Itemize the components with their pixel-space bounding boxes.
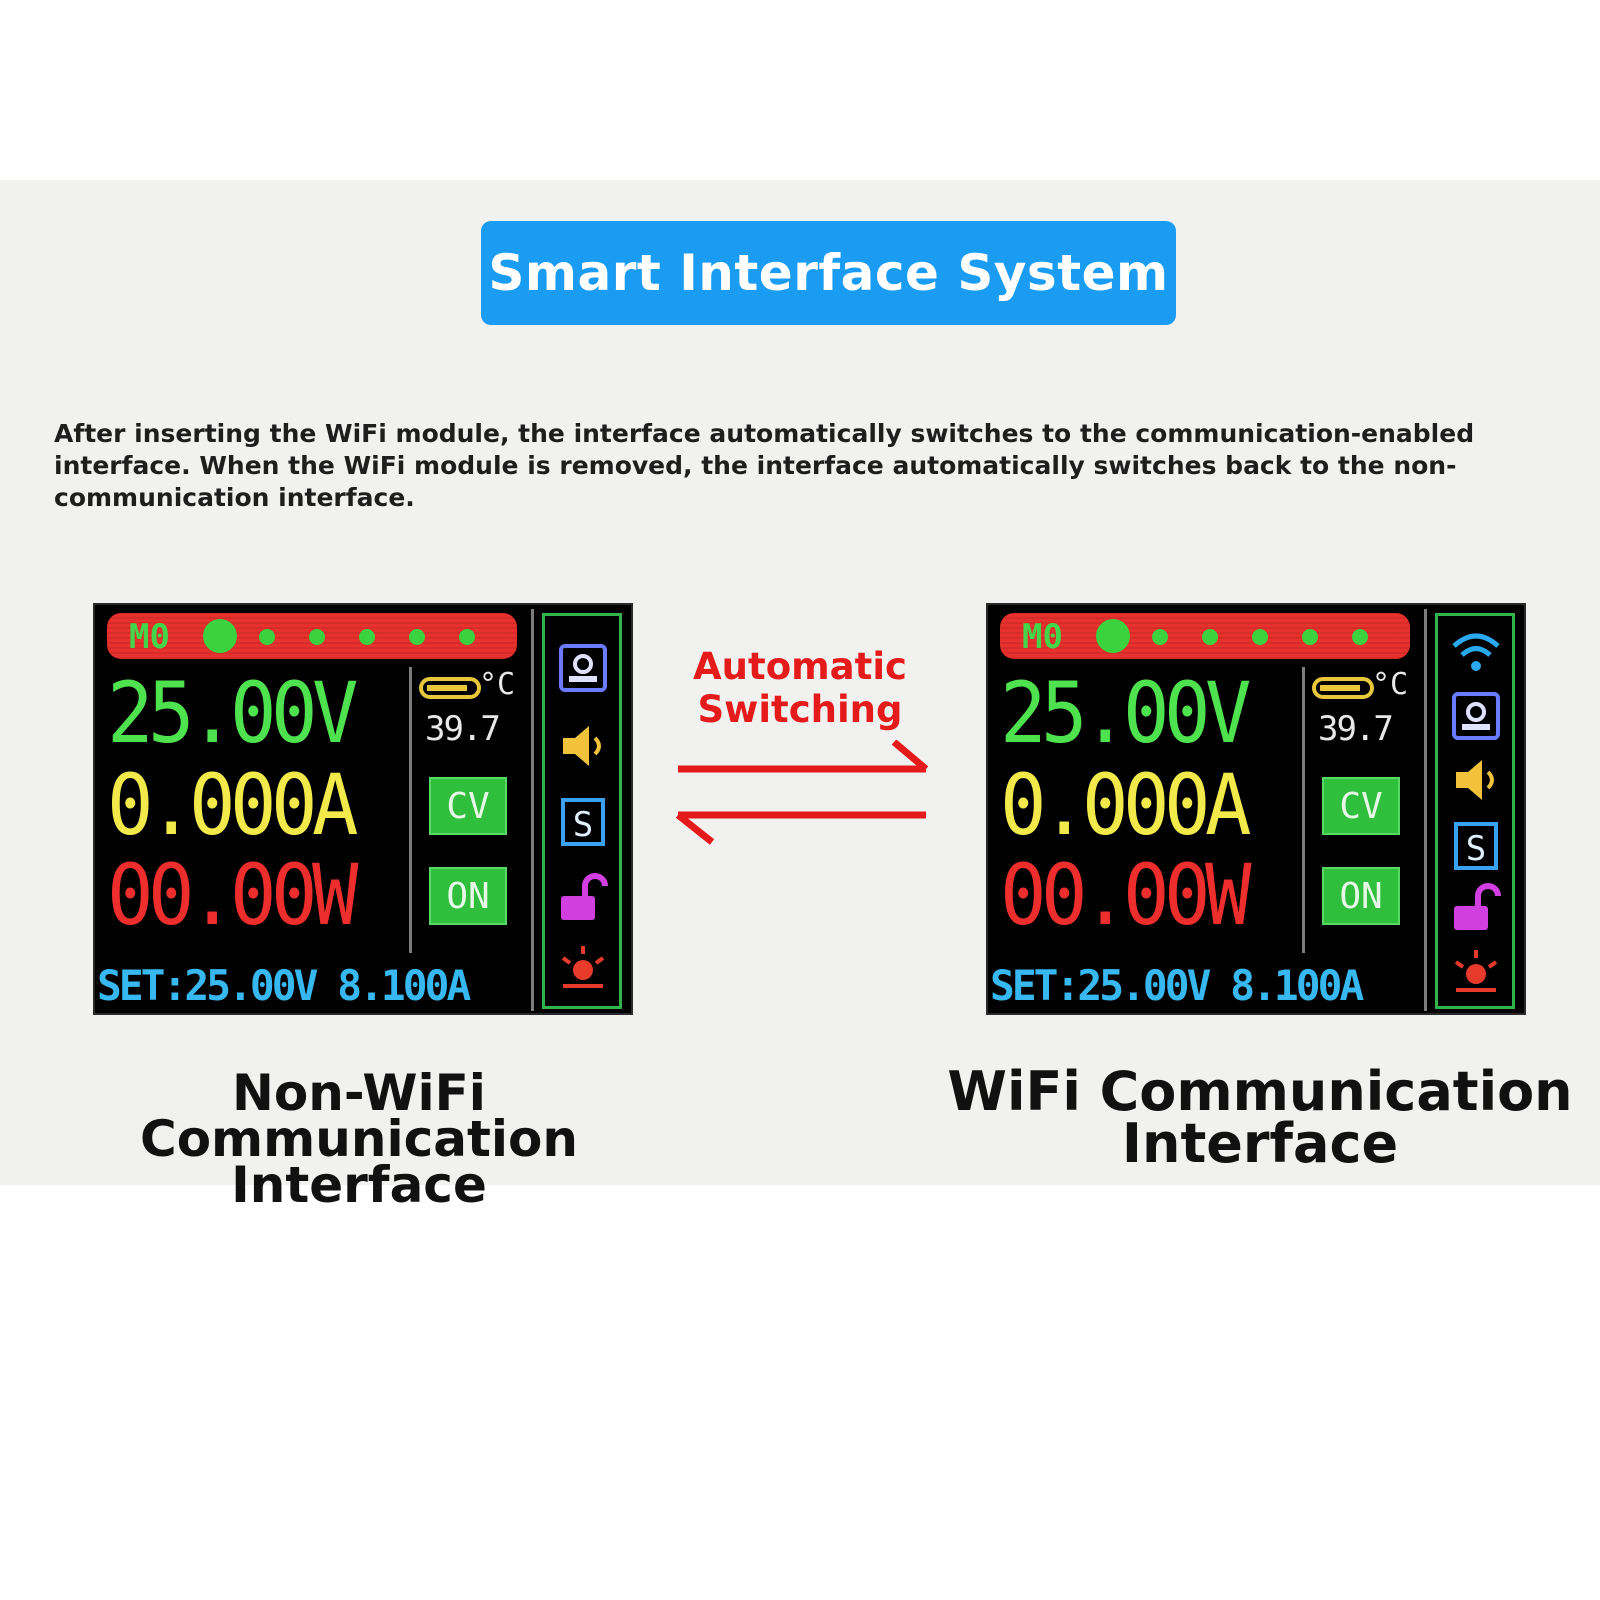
temperature-value: 39.7 [425, 709, 501, 749]
status-dot [459, 629, 475, 645]
icon-sidebar: S [542, 613, 622, 1009]
switching-label-line1: Automatic [693, 645, 907, 688]
switching-label-line2: Switching [697, 688, 903, 731]
mode-label: M0 [1022, 617, 1063, 657]
status-bar: M0 [1000, 613, 1410, 659]
power-readout: 00.00W [1000, 846, 1252, 944]
non-wifi-caption-line2: Interface [231, 1156, 487, 1214]
unlock-icon [561, 873, 608, 920]
wifi-caption: WiFi Communication Interface [940, 1060, 1580, 1175]
current-readout: 0.000A [1000, 756, 1252, 854]
power-readout: 00.00W [107, 846, 359, 944]
switching-label: Automatic Switching [660, 645, 940, 731]
cv-badge: CV [1322, 777, 1400, 835]
status-dot [259, 629, 275, 645]
alarm-icon [561, 946, 605, 988]
thermometer-icon [1312, 677, 1374, 699]
status-dot [1252, 629, 1268, 645]
svg-text:S: S [573, 805, 593, 845]
set-readout: SET:25.00V 8.100A [97, 961, 471, 1010]
set-readout: SET:25.00V 8.100A [990, 961, 1364, 1010]
on-badge: ON [1322, 867, 1400, 925]
current-readout: 0.000A [107, 756, 359, 854]
voltage-readout: 25.00V [107, 664, 359, 762]
status-dot [1152, 629, 1168, 645]
thermometer-icon [419, 677, 481, 699]
wifi-icon [1452, 633, 1500, 671]
wifi-caption-line1: WiFi Communication [947, 1060, 1573, 1123]
page-title: Smart Interface System [488, 244, 1169, 302]
status-dot [1302, 629, 1318, 645]
status-bar: M0 [107, 613, 517, 659]
speaker-icon [1456, 760, 1494, 800]
status-dot-large [1096, 619, 1130, 653]
divider [1424, 609, 1427, 1011]
mode-label: M0 [129, 617, 170, 657]
unlock-icon [1454, 883, 1501, 930]
temperature-value: 39.7 [1318, 709, 1394, 749]
non-wifi-caption: Non-WiFi Communication Interface [14, 1064, 704, 1214]
title-banner: Smart Interface System [481, 221, 1176, 325]
status-dot [309, 629, 325, 645]
status-dot [409, 629, 425, 645]
wifi-caption-line2: Interface [1121, 1112, 1399, 1175]
memory-icon [559, 644, 607, 692]
status-dot [1202, 629, 1218, 645]
divider [409, 667, 412, 953]
temperature-unit: °C [479, 667, 516, 702]
status-dot [359, 629, 375, 645]
memory-icon [1452, 692, 1500, 740]
on-badge: ON [429, 867, 507, 925]
s-key-icon: S [1454, 822, 1498, 870]
description-text: After inserting the WiFi module, the int… [54, 419, 1475, 512]
wifi-screen: M0 25.00V 0.000A 00.00W °C 39.7 CV ON SE… [986, 603, 1526, 1015]
non-wifi-screen: M0 25.00V 0.000A 00.00W °C 39.7 CV ON SE… [93, 603, 633, 1015]
speaker-icon [563, 726, 601, 766]
status-dot-large [203, 619, 237, 653]
switch-arrows-icon [675, 740, 929, 845]
s-key-icon: S [561, 798, 605, 846]
cv-badge: CV [429, 777, 507, 835]
temperature-unit: °C [1372, 667, 1409, 702]
status-dot [1352, 629, 1368, 645]
divider [531, 609, 534, 1011]
divider [1302, 667, 1305, 953]
svg-text:S: S [1466, 829, 1486, 869]
icon-sidebar: S [1435, 613, 1515, 1009]
non-wifi-caption-line1: Non-WiFi Communication [140, 1064, 578, 1168]
voltage-readout: 25.00V [1000, 664, 1252, 762]
alarm-icon [1454, 950, 1498, 992]
